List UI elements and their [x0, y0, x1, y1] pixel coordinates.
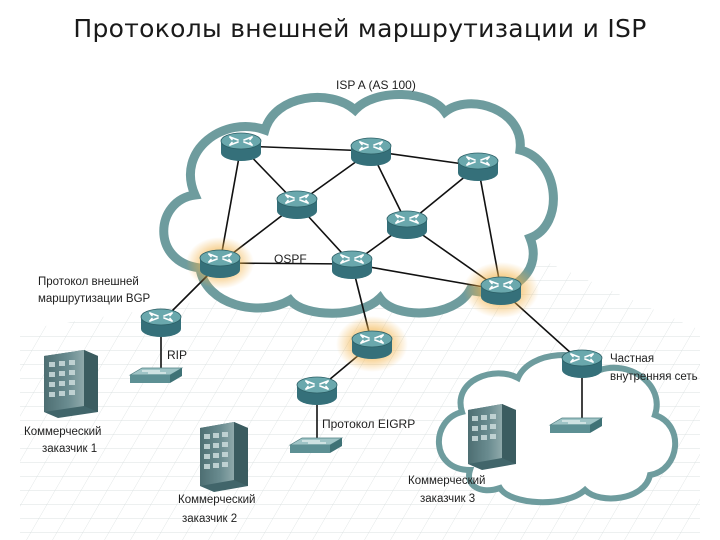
router-icon	[296, 376, 338, 406]
bgp-label-line1: Протокол внешней	[38, 276, 139, 288]
private-network-label-line2: внутренняя сеть	[610, 371, 698, 383]
router-icon	[276, 190, 318, 220]
border-router-icon	[480, 276, 522, 306]
eigrp-label: Протокол EIGRP	[322, 417, 416, 431]
private-network-label-line1: Частная	[610, 353, 655, 365]
router-icon	[457, 152, 499, 182]
server-building-icon	[44, 350, 98, 418]
customer2-label-line2: заказчик 2	[182, 513, 238, 525]
customer1-label-line2: заказчик 1	[42, 443, 98, 455]
router-icon	[561, 349, 603, 379]
ospf-label: OSPF	[274, 252, 307, 266]
bgp-label-line2: маршрутизации BGP	[38, 293, 151, 305]
rip-label: RIP	[167, 348, 188, 362]
customer1-label-line1: Коммерческий	[24, 426, 102, 438]
customer3-label-line2: заказчик 3	[420, 493, 476, 505]
customer2-label-line1: Коммерческий	[178, 494, 256, 506]
router-icon	[140, 308, 182, 338]
server-building-icon	[468, 404, 516, 470]
router-icon	[350, 137, 392, 167]
border-router-icon	[199, 249, 241, 279]
router-icon	[331, 250, 373, 280]
border-router-icon	[351, 330, 393, 360]
customer3-label-line1: Коммерческий	[408, 475, 486, 487]
router-icon	[386, 210, 428, 240]
isp-label: ISP A (AS 100)	[336, 78, 416, 92]
server-building-icon	[200, 422, 248, 492]
router-icon	[220, 132, 262, 162]
slide-title: Протоколы внешней маршрутизации и ISP	[73, 14, 647, 43]
